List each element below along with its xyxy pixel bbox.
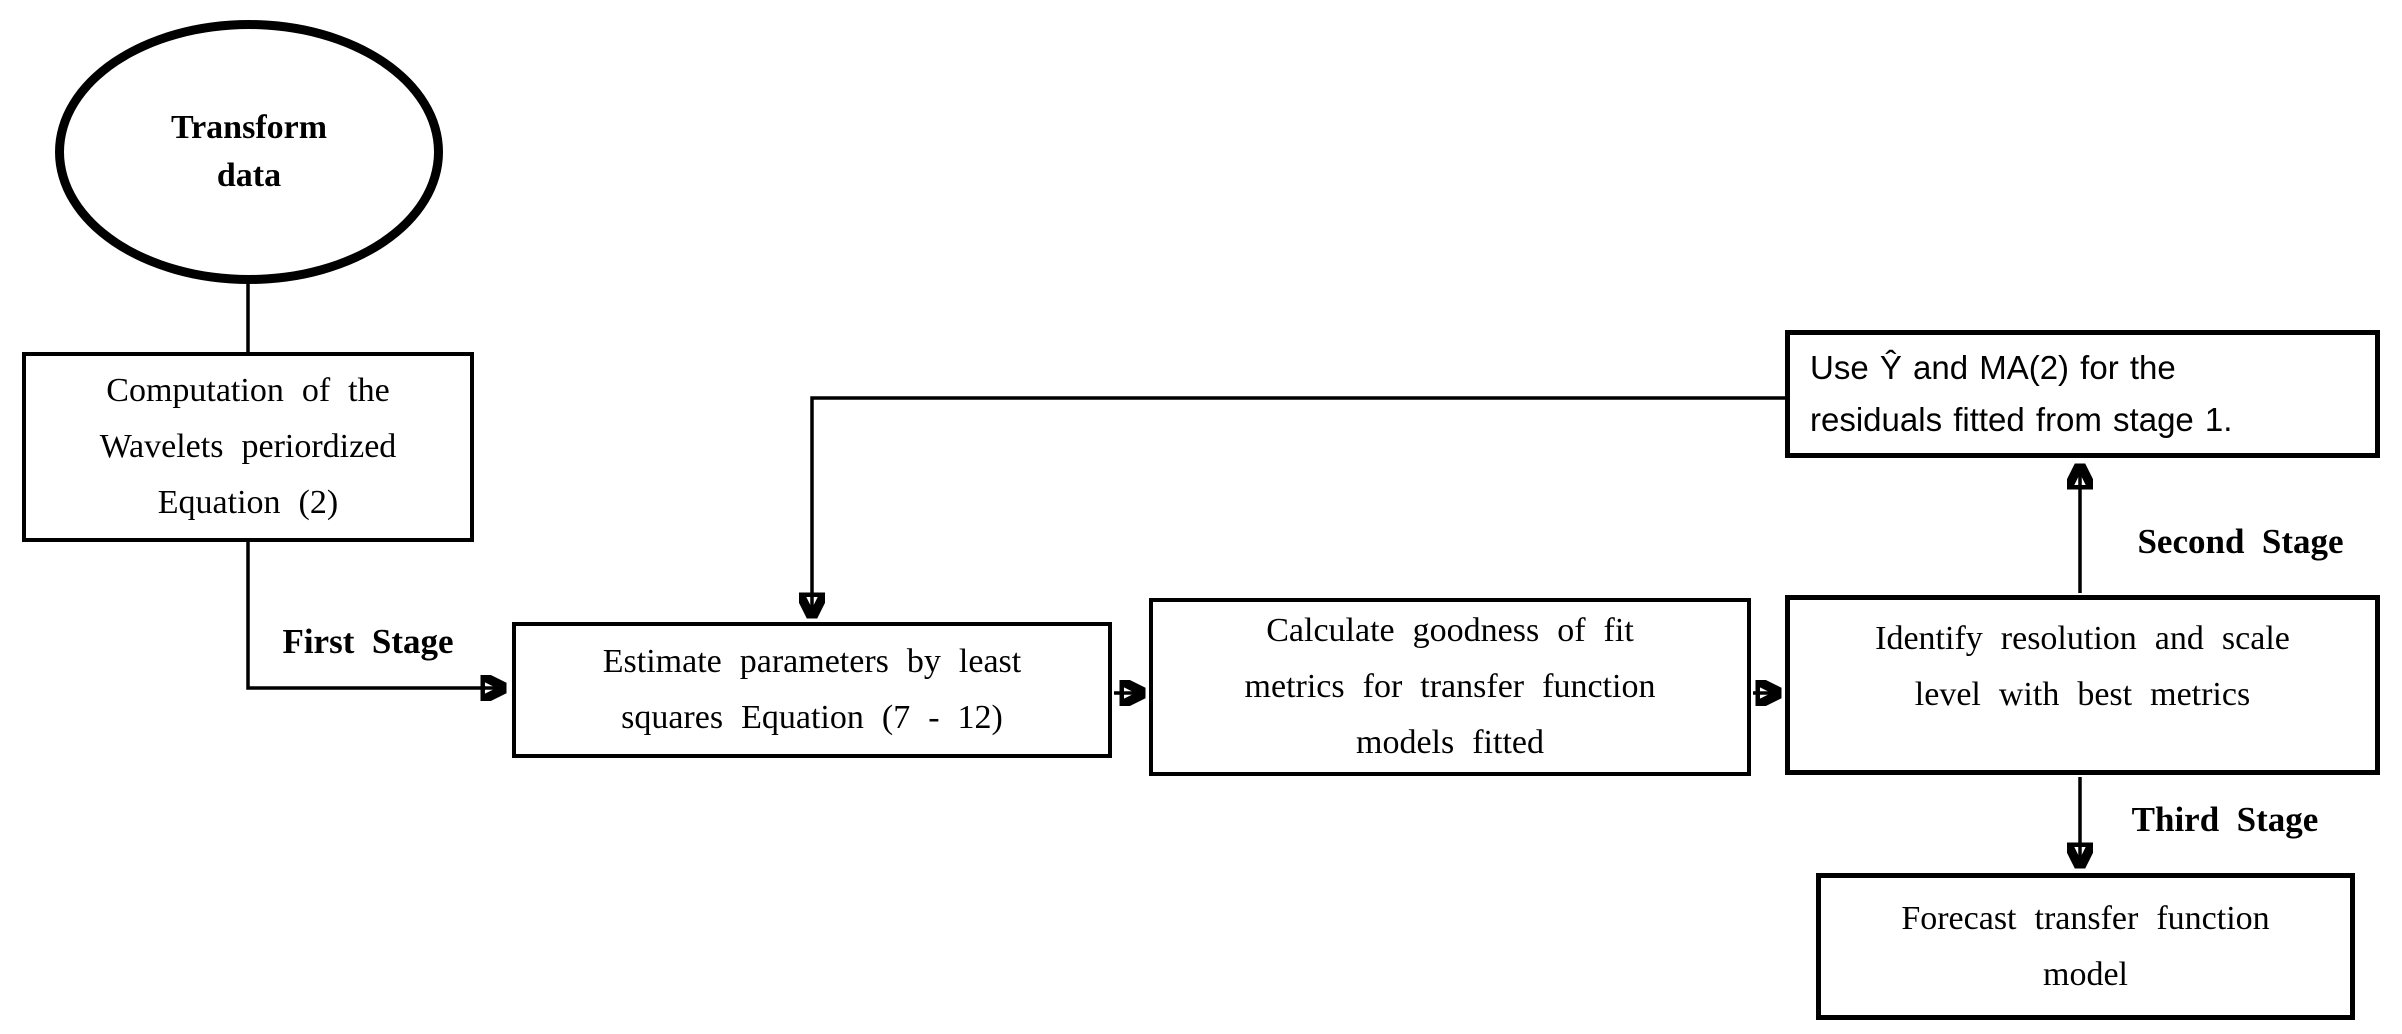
node-text-line: squares Equation (7 - 12) — [621, 699, 1003, 736]
node-use-residuals-ma2: Use Ŷ and MA(2) for the residuals fitted… — [1785, 330, 2380, 458]
label-second-stage: Second Stage — [2137, 522, 2344, 561]
node-text-line: model — [2043, 955, 2128, 993]
node-estimate-parameters: Estimate parameters by least squares Equ… — [512, 622, 1112, 758]
node-transform-data: Transform data — [55, 20, 443, 284]
node-text-line: Transform — [170, 109, 328, 146]
node-text-line: residuals fitted from stage 1. — [1810, 401, 2233, 438]
node-text-line: Computation of the — [106, 372, 390, 409]
node-forecast-model: Forecast transfer function model — [1816, 873, 2355, 1020]
connector-computation-to-estimate — [246, 542, 504, 688]
node-text-line: Estimate parameters by least — [602, 643, 1022, 680]
label-third-stage: Third Stage — [2131, 800, 2319, 839]
node-text-line: level with best metrics — [1914, 676, 2251, 713]
node-text-line: Calculate goodness of fit — [1266, 612, 1634, 649]
node-text-line: Equation (2) — [157, 484, 339, 521]
connector-use-residuals-feedback-to-estimate — [812, 396, 1785, 616]
node-computation-wavelets: Computation of the Wavelets periordized … — [22, 352, 474, 542]
node-text-line: models fitted — [1356, 724, 1544, 761]
node-text-line: metrics for transfer function — [1244, 668, 1656, 705]
node-text-line: Identify resolution and scale — [1875, 620, 2290, 657]
label-first-stage: First Stage — [282, 622, 454, 661]
node-text-line: Wavelets periordized — [99, 428, 397, 465]
node-text-line: Use Ŷ and MA(2) for the — [1810, 349, 2176, 386]
node-identify-resolution: Identify resolution and scale level with… — [1785, 595, 2380, 775]
node-calculate-goodness-of-fit: Calculate goodness of fit metrics for tr… — [1149, 598, 1751, 776]
node-text-line: Forecast transfer function — [1901, 899, 2270, 937]
node-text-line: data — [216, 157, 282, 194]
